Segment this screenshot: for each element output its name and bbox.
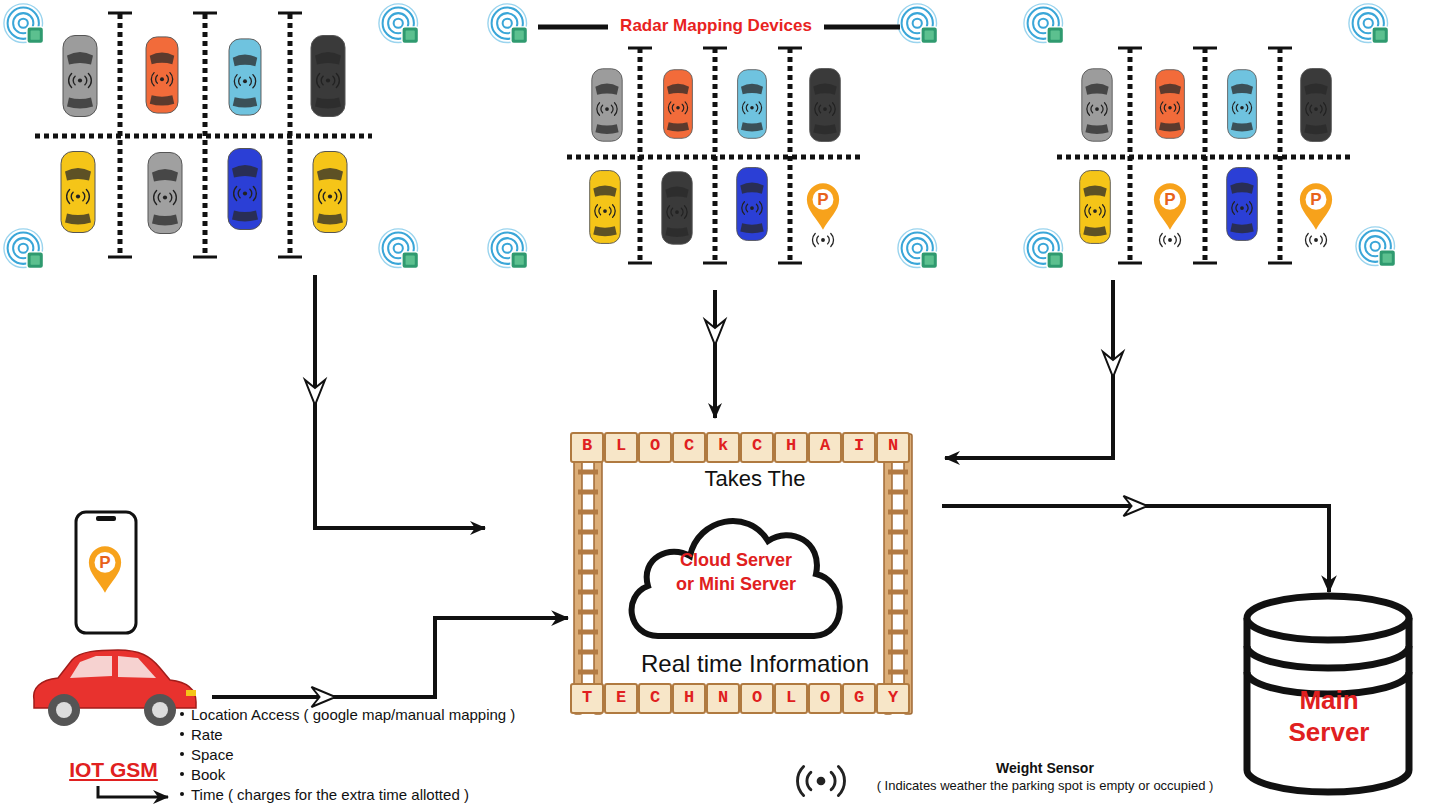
connector: [212, 618, 568, 697]
node-label: Cloud Server or Mini Server: [671, 548, 801, 596]
node-label: Real time Information: [568, 650, 942, 678]
blockchain-frame: BLOCkCHAIN Takes TheReal time Information…: [568, 428, 942, 720]
cloud-server: Cloud Server or Mini Server: [618, 496, 854, 646]
connector: [942, 506, 1329, 592]
node-label: Takes The: [568, 466, 942, 492]
parking-pin-letter: P: [1164, 190, 1175, 210]
node-label: Main Server: [1269, 684, 1389, 748]
feature-item: Location Access ( google map/manual mapp…: [191, 705, 515, 725]
node-label: IOT GSM: [15, 758, 212, 782]
feature-item: Rate: [191, 725, 223, 745]
iot-gsm-car: IOT GSM: [15, 640, 212, 790]
feature-item: Book: [191, 765, 225, 785]
letter-row: TECHNOLOGY: [582, 688, 922, 707]
parking-pin-letter: P: [817, 190, 828, 210]
legend-text: Weight Sensor: [996, 760, 1094, 776]
feature-item: Space: [191, 745, 234, 765]
section-title: Radar Mapping Devices: [620, 16, 812, 36]
feature-item: Time ( charges for the extra time allott…: [191, 785, 469, 805]
flow-chevron: [1124, 496, 1148, 516]
flow-chevron: [312, 687, 336, 707]
parking-pin-letter: P: [1310, 190, 1321, 210]
main-server-cylinder: Main Server: [1243, 592, 1415, 798]
parking-pin-letter: P: [99, 553, 110, 573]
letter-row: BLOCkCHAIN: [582, 436, 922, 455]
legend-text: ( Indicates weather the parking spot is …: [877, 778, 1214, 793]
cloud-outline: [618, 496, 854, 646]
